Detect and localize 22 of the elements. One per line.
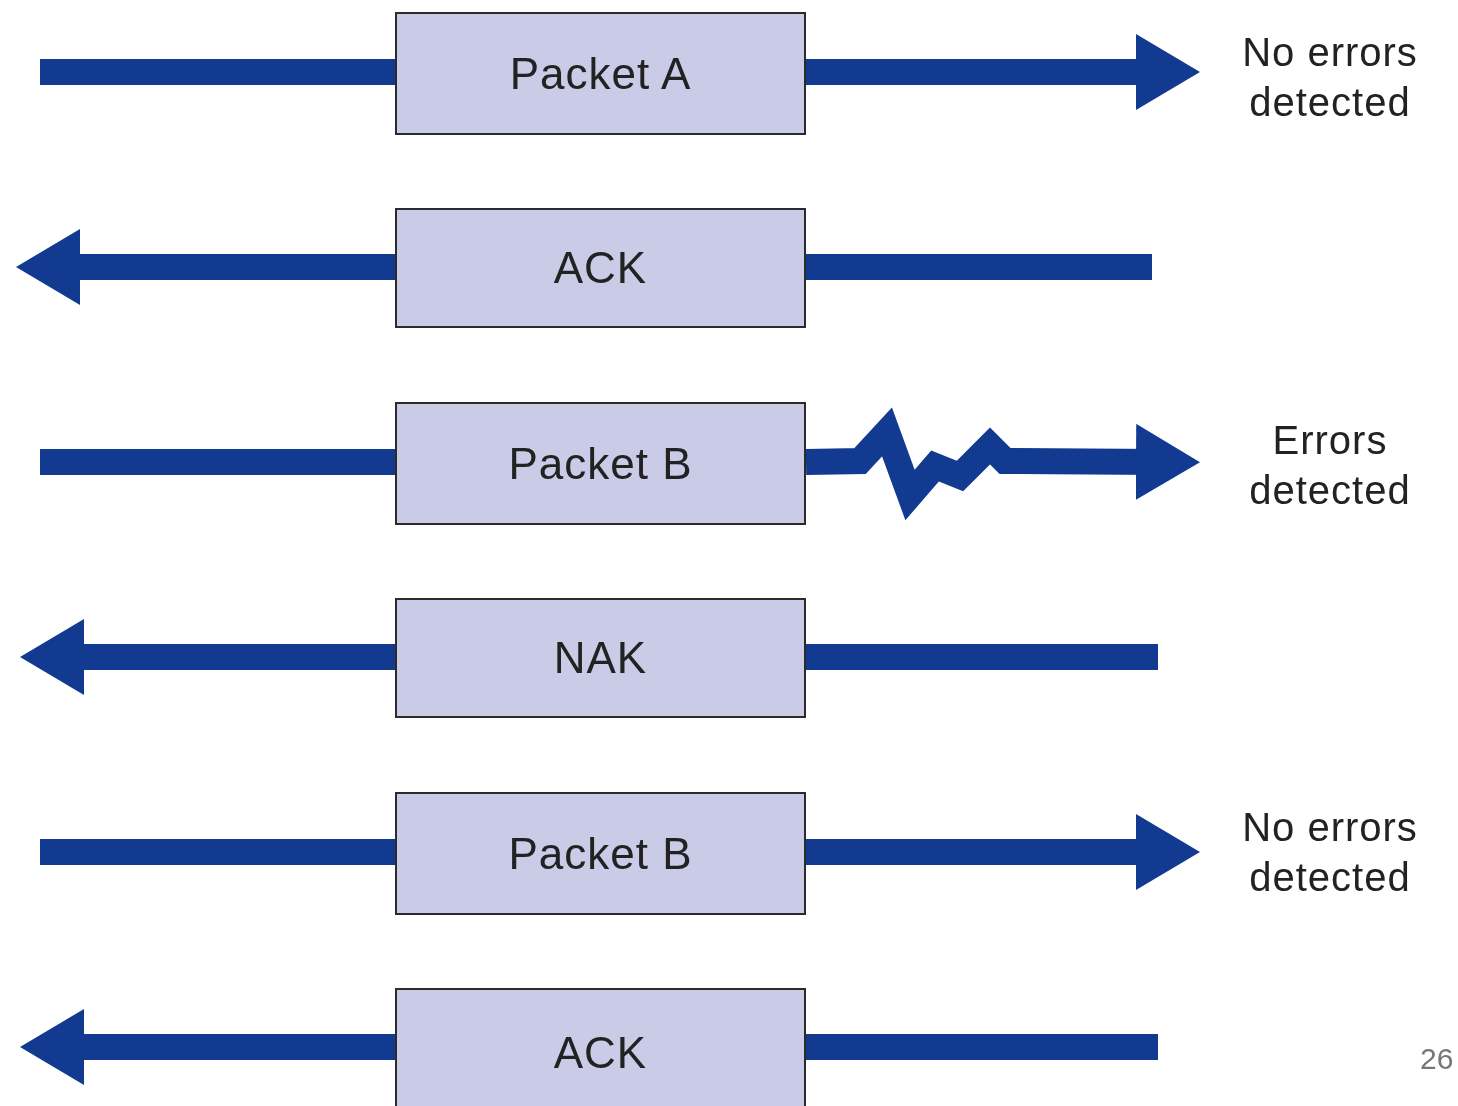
box-label: Packet B: [508, 438, 693, 489]
box-label: ACK: [553, 243, 648, 293]
arrow: [806, 34, 1200, 110]
arrow: [20, 619, 395, 695]
box-label: Packet B: [508, 828, 693, 879]
message-box: [395, 598, 806, 718]
page-number: 26: [1420, 1042, 1454, 1076]
message-box: [395, 988, 806, 1106]
message-box: [395, 402, 806, 525]
message-box: [395, 12, 806, 135]
status-note: Errors detected: [1248, 417, 1412, 514]
arrow: [805, 407, 1200, 521]
status-note: No errors detected: [1241, 804, 1419, 901]
arrow: [16, 229, 395, 305]
message-box: [395, 792, 806, 915]
box-label: ACK: [553, 1028, 648, 1078]
arrow: [20, 1009, 395, 1085]
box-label: NAK: [553, 633, 648, 683]
message-box: [395, 208, 806, 328]
arrow: [806, 814, 1200, 890]
status-note: No errors detected: [1241, 29, 1419, 126]
box-label: Packet A: [509, 48, 692, 99]
